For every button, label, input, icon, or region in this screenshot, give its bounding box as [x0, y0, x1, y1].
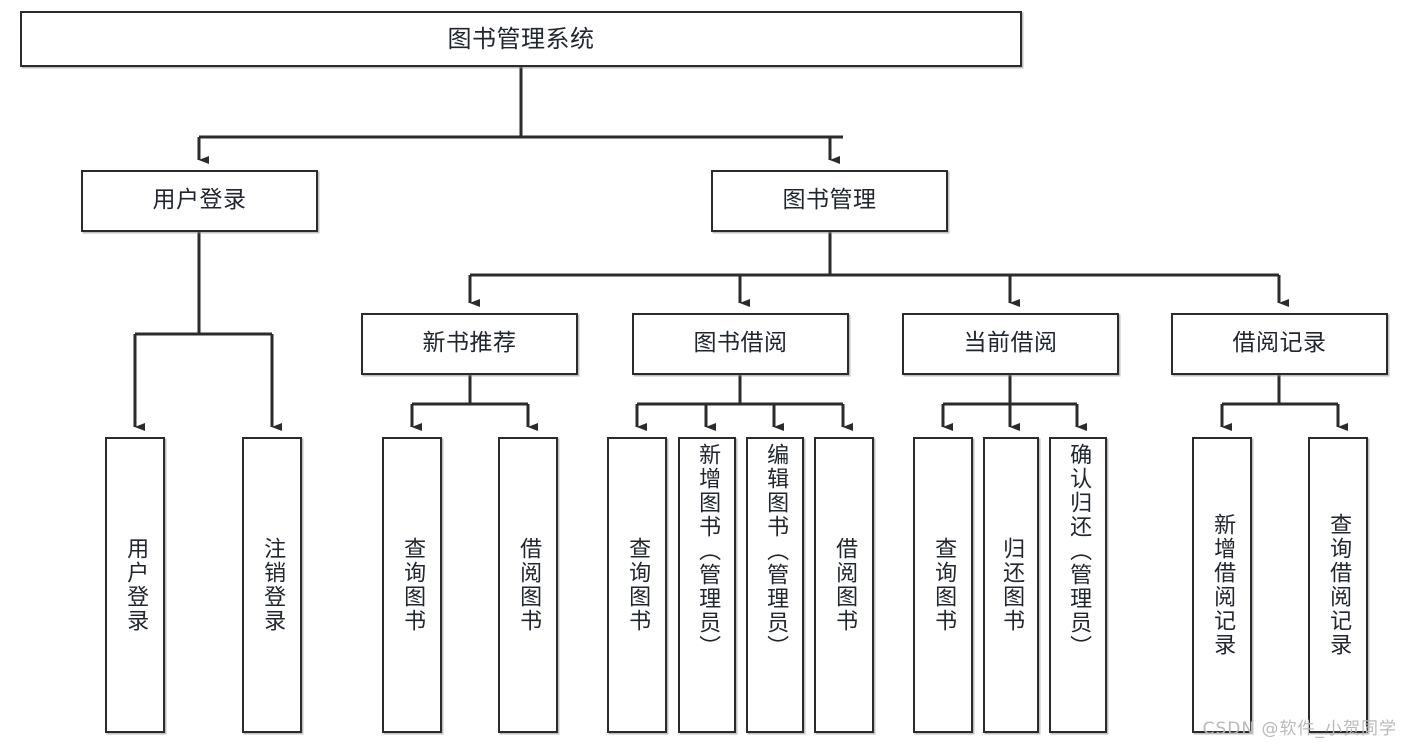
node-label: 查询图书	[400, 537, 426, 633]
node-label: 查询借阅记录	[1326, 513, 1352, 657]
node-label: 借阅图书	[516, 537, 542, 633]
node-book-management[interactable]: 图书管理	[711, 170, 948, 232]
node-leaf-add-borrow-record[interactable]: 新增借阅记录	[1192, 437, 1252, 733]
node-label: 图书借阅	[693, 330, 788, 357]
csdn-watermark: CSDN @软件_小贺同学	[1202, 719, 1397, 739]
node-leaf-return-book[interactable]: 归还图书	[983, 437, 1039, 733]
node-borrow-record[interactable]: 借阅记录	[1171, 313, 1388, 375]
node-label: 查询图书	[625, 537, 651, 633]
node-label: 编辑图书（管理员）	[763, 443, 789, 659]
node-label: 图书管理	[782, 187, 877, 214]
node-label: 归还图书	[999, 537, 1025, 633]
node-label: 新增图书（管理员）	[695, 443, 721, 659]
node-label: 借阅图书	[832, 537, 858, 633]
node-leaf-query-book-current[interactable]: 查询图书	[913, 437, 973, 733]
node-leaf-borrow-book[interactable]: 借阅图书	[814, 437, 874, 733]
node-label: 借阅记录	[1232, 330, 1327, 357]
node-label: 用户登录	[123, 537, 149, 633]
node-label: 新增借阅记录	[1210, 513, 1236, 657]
node-root-book-management-system[interactable]: 图书管理系统	[20, 11, 1022, 67]
node-leaf-query-borrow-record[interactable]: 查询借阅记录	[1308, 437, 1368, 733]
node-label: 新书推荐	[422, 330, 517, 357]
node-label: 用户登录	[152, 187, 247, 214]
node-leaf-add-book[interactable]: 新增图书（管理员）	[678, 437, 736, 733]
node-user-login[interactable]: 用户登录	[81, 170, 318, 232]
node-label: 图书管理系统	[447, 24, 595, 53]
node-current-borrow[interactable]: 当前借阅	[902, 313, 1119, 375]
node-new-book-recommend[interactable]: 新书推荐	[361, 313, 578, 375]
node-leaf-user-logout[interactable]: 注销登录	[242, 437, 302, 733]
node-leaf-confirm-return[interactable]: 确认归还（管理员）	[1049, 437, 1107, 733]
node-leaf-user-login[interactable]: 用户登录	[105, 437, 165, 733]
node-leaf-query-book-recommend[interactable]: 查询图书	[382, 437, 442, 733]
node-label: 查询图书	[931, 537, 957, 633]
node-label: 当前借阅	[963, 330, 1058, 357]
node-leaf-edit-book[interactable]: 编辑图书（管理员）	[746, 437, 804, 733]
node-leaf-query-book-borrow[interactable]: 查询图书	[607, 437, 667, 733]
node-book-borrow[interactable]: 图书借阅	[632, 313, 849, 375]
node-leaf-borrow-book-recommend[interactable]: 借阅图书	[498, 437, 558, 733]
node-label: 确认归还（管理员）	[1066, 443, 1092, 659]
node-label: 注销登录	[260, 537, 286, 633]
